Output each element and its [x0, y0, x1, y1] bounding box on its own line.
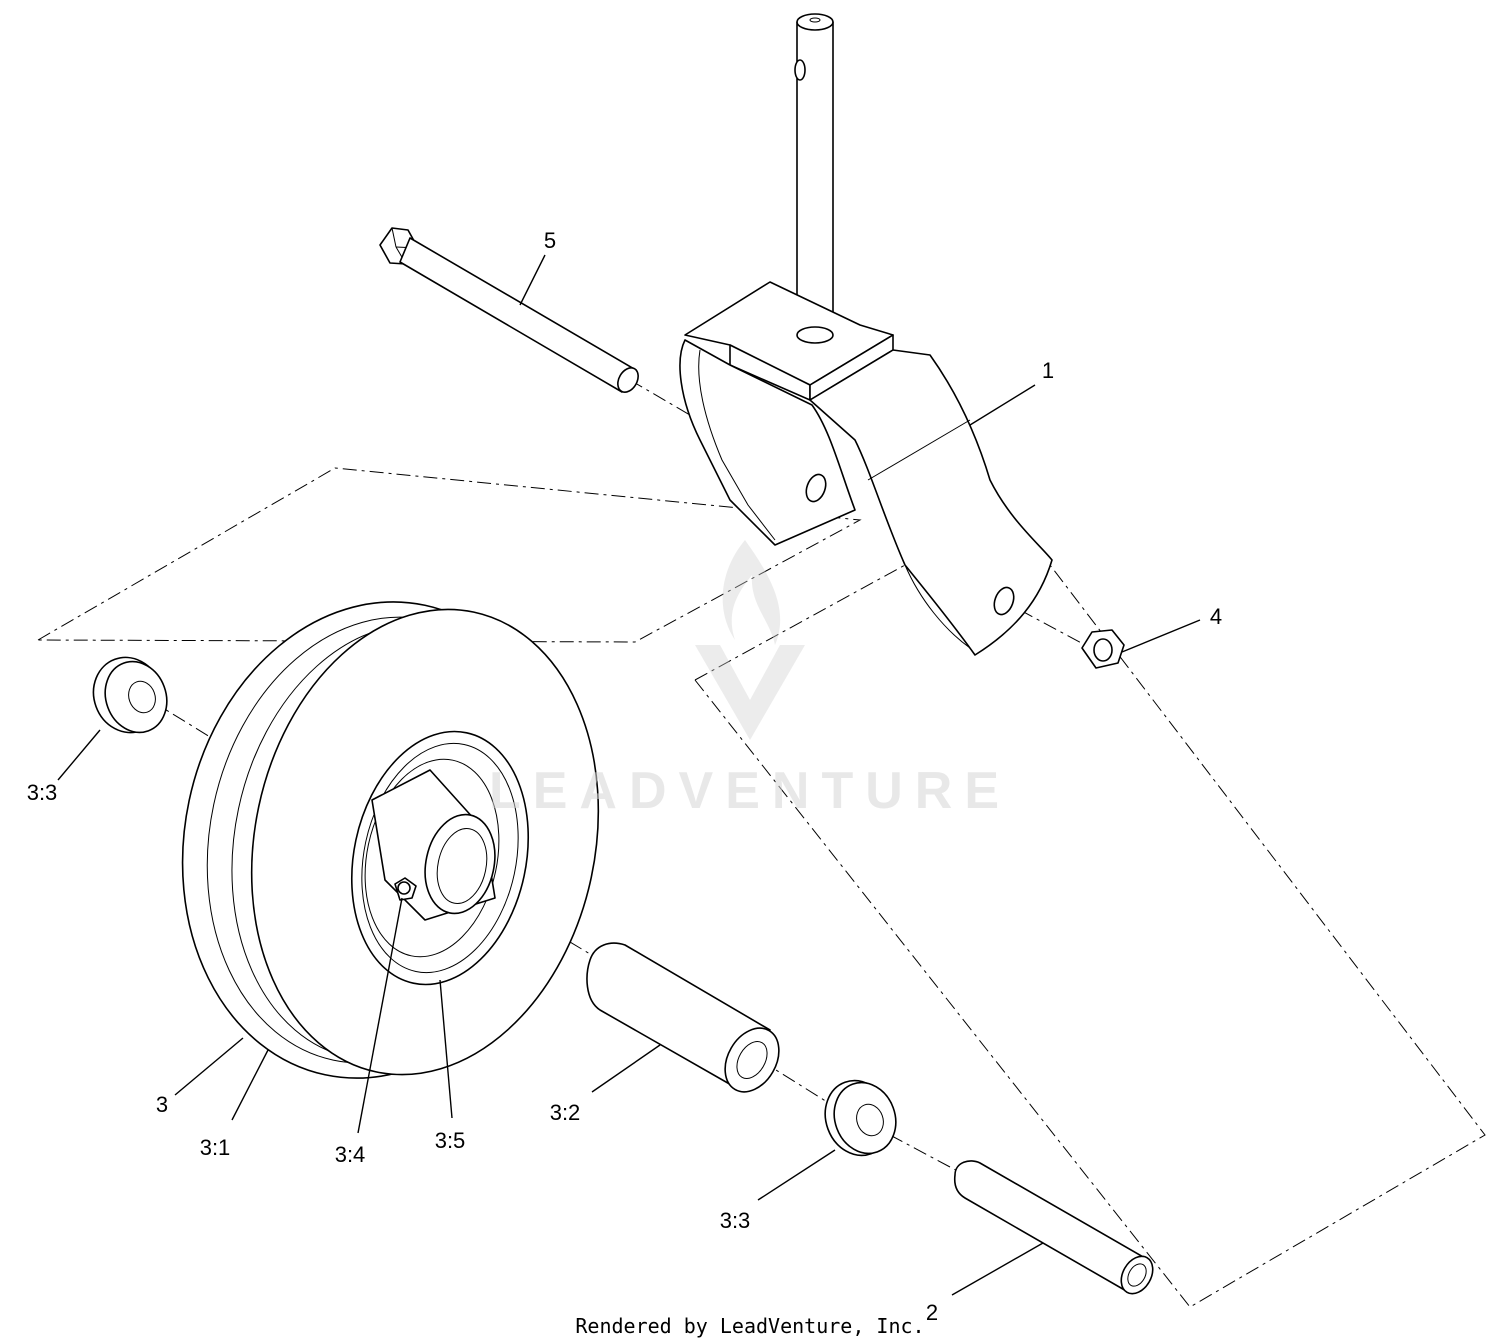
- bolt-part-5: [379, 227, 639, 393]
- seal-part-3-3-right: [824, 1079, 897, 1157]
- wheel-part-3: [181, 601, 600, 1079]
- leader-lines: [57, 254, 1201, 1296]
- spacer-tube-part-3-2: [586, 942, 780, 1093]
- leadventure-watermark: LEADVENTURE: [489, 540, 1011, 820]
- grease-fitting-part-3-4: [394, 877, 417, 901]
- callout-3-5: 3:5: [435, 1128, 466, 1153]
- callout-3: 3: [156, 1092, 168, 1117]
- footer-credit: Rendered by LeadVenture, Inc.: [575, 1314, 924, 1338]
- flame-logo-icon: [722, 540, 781, 645]
- callout-3-3-right: 3:3: [720, 1208, 751, 1233]
- callout-3-1: 3:1: [200, 1135, 231, 1160]
- callout-2: 2: [926, 1300, 938, 1325]
- callout-labels: 1 5 4 3:3 3 3:1 3:4 3:5 3:2 3:3 2: [27, 228, 1222, 1325]
- v-logo-icon: [695, 645, 805, 740]
- callout-1: 1: [1042, 358, 1054, 383]
- nut-part-4: [1081, 629, 1125, 669]
- seal-part-3-3-left: [92, 656, 168, 734]
- axle-spacer-part-2: [953, 1160, 1154, 1295]
- callout-3-3-left: 3:3: [27, 780, 58, 805]
- watermark-text: LEADVENTURE: [489, 762, 1011, 820]
- caster-fork-part-1: [679, 13, 1053, 656]
- callout-3-4: 3:4: [335, 1142, 366, 1167]
- callout-3-2: 3:2: [550, 1100, 581, 1125]
- callout-5: 5: [544, 228, 556, 253]
- callout-4: 4: [1210, 604, 1222, 629]
